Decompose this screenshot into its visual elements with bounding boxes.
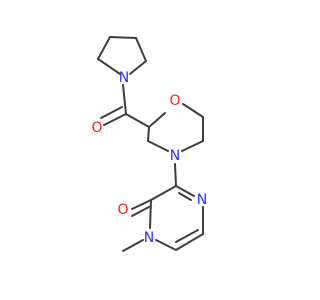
carbonyl-oxygen-atom: O <box>91 120 102 136</box>
bond <box>100 106 123 119</box>
bond <box>150 185 177 201</box>
bond <box>109 36 137 39</box>
morpholine-oxygen-atom: O <box>169 93 180 109</box>
pyrazine-nitrogen-atom: N <box>197 192 207 208</box>
bond <box>148 112 166 128</box>
atom-labels: N O O N O N N <box>91 70 207 246</box>
bond <box>178 192 192 201</box>
pyrazinone-oxygen-atom: O <box>117 202 128 218</box>
atom-label: N <box>144 230 154 246</box>
atom-label: O <box>117 202 128 218</box>
bond-lines <box>97 36 204 252</box>
morpholine-nitrogen-atom: N <box>170 148 180 164</box>
bond <box>122 84 127 115</box>
atom-label: O <box>169 93 180 109</box>
bond <box>97 58 121 75</box>
atom-label: O <box>91 120 102 136</box>
bond <box>125 113 150 128</box>
bond <box>129 60 147 75</box>
atom-label: N <box>197 192 207 208</box>
bond <box>175 185 195 197</box>
bond <box>175 233 204 251</box>
atom-label: N <box>119 70 129 86</box>
bond <box>147 126 150 142</box>
bond <box>175 229 199 243</box>
bond <box>97 36 111 60</box>
methyl-nitrogen-atom: N <box>144 230 154 246</box>
bond <box>182 103 204 118</box>
bond <box>149 199 152 229</box>
bond <box>131 206 150 217</box>
bond <box>131 199 152 210</box>
atom-label: N <box>170 148 180 164</box>
bond <box>103 113 127 126</box>
molecule-structure-diagram: N O O N O N N <box>91 36 207 252</box>
bond <box>174 163 177 187</box>
bond <box>155 239 177 251</box>
bond <box>147 140 169 152</box>
bond <box>181 140 204 152</box>
pyrrolidine-nitrogen-atom: N <box>119 70 129 86</box>
bond <box>135 37 147 62</box>
bond <box>122 239 144 252</box>
